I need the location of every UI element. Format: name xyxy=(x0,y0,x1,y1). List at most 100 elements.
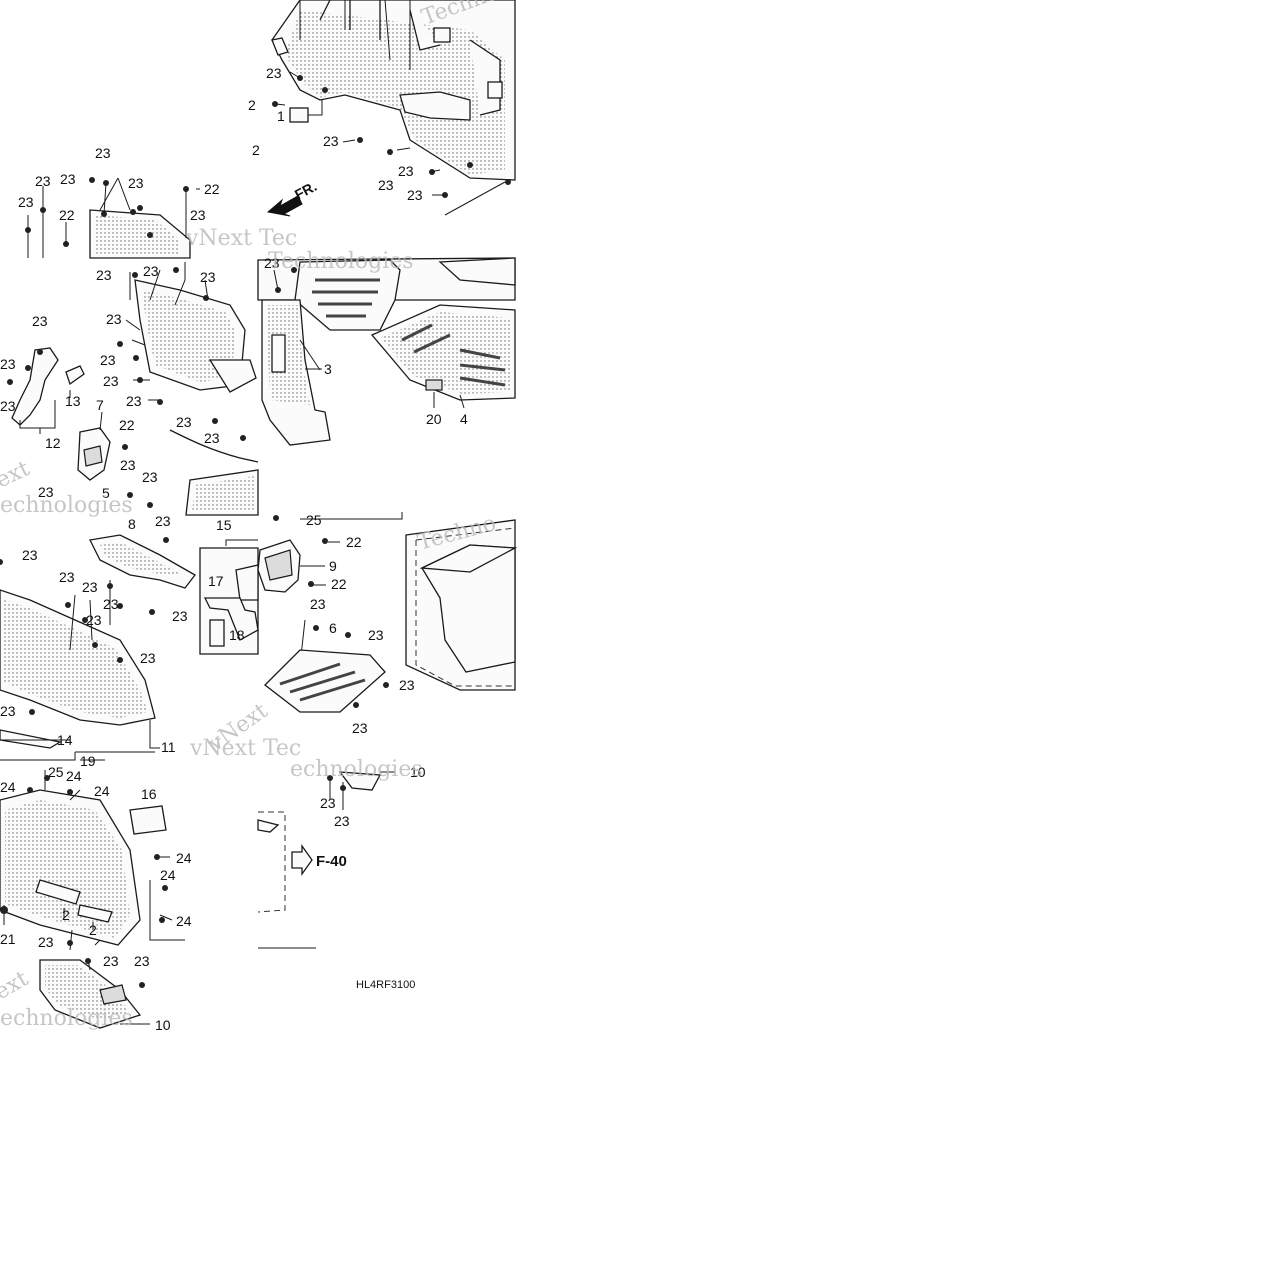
callout-23: 23 xyxy=(103,373,119,389)
callout-23: 23 xyxy=(86,612,102,628)
callout-6: 6 xyxy=(329,620,337,636)
callout-2: 2 xyxy=(252,142,260,158)
callout-21: 21 xyxy=(0,931,16,947)
callout-24: 24 xyxy=(176,913,192,929)
callout-18: 18 xyxy=(229,627,245,643)
callout-15: 15 xyxy=(216,517,232,533)
callout-23: 23 xyxy=(126,393,142,409)
callout-17: 17 xyxy=(208,573,224,589)
callout-23: 23 xyxy=(204,430,220,446)
watermark: ext xyxy=(0,966,33,1005)
callout-23: 23 xyxy=(264,255,280,271)
reference-label: F-40 xyxy=(316,853,347,870)
callout-22: 22 xyxy=(204,181,220,197)
callout-23: 23 xyxy=(155,513,171,529)
tile-rear-bed: 23 2 1 23 23 23 23 2 FR. Techno xyxy=(248,0,516,217)
callout-19: 19 xyxy=(80,753,96,769)
callout-23: 23 xyxy=(398,163,414,179)
tile-fender-liner: 23 23 23 23 22 23 22 23 vNext Tec xyxy=(18,145,297,259)
callout-23: 23 xyxy=(38,934,54,950)
callout-11: 11 xyxy=(161,739,176,755)
callout-23: 23 xyxy=(352,720,368,736)
callout-23: 23 xyxy=(95,145,111,161)
callout-23: 23 xyxy=(35,173,51,189)
callout-23: 23 xyxy=(134,953,150,969)
watermark: ext xyxy=(0,456,34,493)
callout-23: 23 xyxy=(100,352,116,368)
callout-4: 4 xyxy=(460,411,468,427)
watermark: vNext Tec xyxy=(185,226,297,251)
callout-23: 23 xyxy=(103,953,119,969)
watermark: echnologies xyxy=(290,757,423,782)
callout-23: 23 xyxy=(320,795,336,811)
callout-10: 10 xyxy=(155,1017,171,1033)
watermark: vNext Tec xyxy=(189,736,301,761)
callout-23: 23 xyxy=(0,398,16,414)
callout-25: 25 xyxy=(306,512,322,528)
callout-23: 23 xyxy=(103,596,119,612)
callout-5: 5 xyxy=(102,485,110,501)
callout-7: 7 xyxy=(96,397,104,413)
callout-16: 16 xyxy=(141,786,157,802)
callout-24: 24 xyxy=(160,867,176,883)
callout-23: 23 xyxy=(140,650,156,666)
front-direction-arrow: FR. xyxy=(266,178,319,217)
callout-23: 23 xyxy=(407,187,423,203)
callout-23: 23 xyxy=(38,484,54,500)
callout-22: 22 xyxy=(331,576,347,592)
tile-long-panel: 23 8 23 23 23 23 23 23 23 23 14 11 19 15… xyxy=(0,513,301,769)
callout-10: 10 xyxy=(410,764,426,780)
clip-23 xyxy=(272,75,511,198)
callout-23: 23 xyxy=(59,569,75,585)
callout-23: 23 xyxy=(18,194,34,210)
callout-23: 23 xyxy=(0,703,16,719)
callout-2: 2 xyxy=(62,907,70,923)
callout-23: 23 xyxy=(323,133,339,149)
tile-floor-trays: 23 3 20 4 Technologies xyxy=(257,249,516,446)
callout-23: 23 xyxy=(0,356,16,372)
callout-23: 23 xyxy=(176,414,192,430)
tile-storage-bin: 25 22 9 22 23 6 23 23 23 Techno xyxy=(257,511,518,736)
callout-24: 24 xyxy=(66,768,82,784)
watermark: echnologies xyxy=(0,1006,133,1031)
callout-23: 23 xyxy=(368,627,384,643)
callout-23: 23 xyxy=(399,677,415,693)
diagram-code: HL4RF3100 xyxy=(356,979,415,991)
callout-23: 23 xyxy=(172,608,188,624)
callout-20: 20 xyxy=(426,411,442,427)
watermark: echnologies xyxy=(0,493,133,518)
callout-23: 23 xyxy=(310,596,326,612)
callout-23: 23 xyxy=(96,267,112,283)
callout-24: 24 xyxy=(176,850,192,866)
callout-23: 23 xyxy=(334,813,350,829)
callout-8: 8 xyxy=(128,516,136,532)
callout-24: 24 xyxy=(0,779,16,795)
callout-1: 1 xyxy=(277,108,285,124)
callout-12: 12 xyxy=(45,435,61,451)
callout-23: 23 xyxy=(142,469,158,485)
callout-23: 23 xyxy=(60,171,76,187)
callout-23: 23 xyxy=(378,177,394,193)
callout-14: 14 xyxy=(57,732,73,748)
callout-23: 23 xyxy=(82,579,98,595)
callout-3: 3 xyxy=(324,361,332,377)
callout-23: 23 xyxy=(143,263,159,279)
callout-23: 23 xyxy=(120,457,136,473)
callout-22: 22 xyxy=(59,207,75,223)
callout-25: 25 xyxy=(48,764,64,780)
callout-23: 23 xyxy=(200,269,216,285)
callout-2: 2 xyxy=(89,922,97,938)
callout-13: 13 xyxy=(65,393,81,409)
tile-rear-panel: 24 24 25 24 16 24 24 24 2 2 21 23 23 23 … xyxy=(0,764,192,1033)
callout-23: 23 xyxy=(22,547,38,563)
callout-2: 2 xyxy=(248,97,256,113)
tile-side-panel: 23 23 23 23 23 23 23 23 23 23 23 23 13 1… xyxy=(0,262,259,518)
callout-23: 23 xyxy=(106,311,122,327)
callout-23: 23 xyxy=(128,175,144,191)
callout-23: 23 xyxy=(266,65,282,81)
callout-22: 22 xyxy=(346,534,362,550)
watermark: Technologies xyxy=(268,249,414,274)
callout-9: 9 xyxy=(329,558,337,574)
callout-22: 22 xyxy=(119,417,135,433)
